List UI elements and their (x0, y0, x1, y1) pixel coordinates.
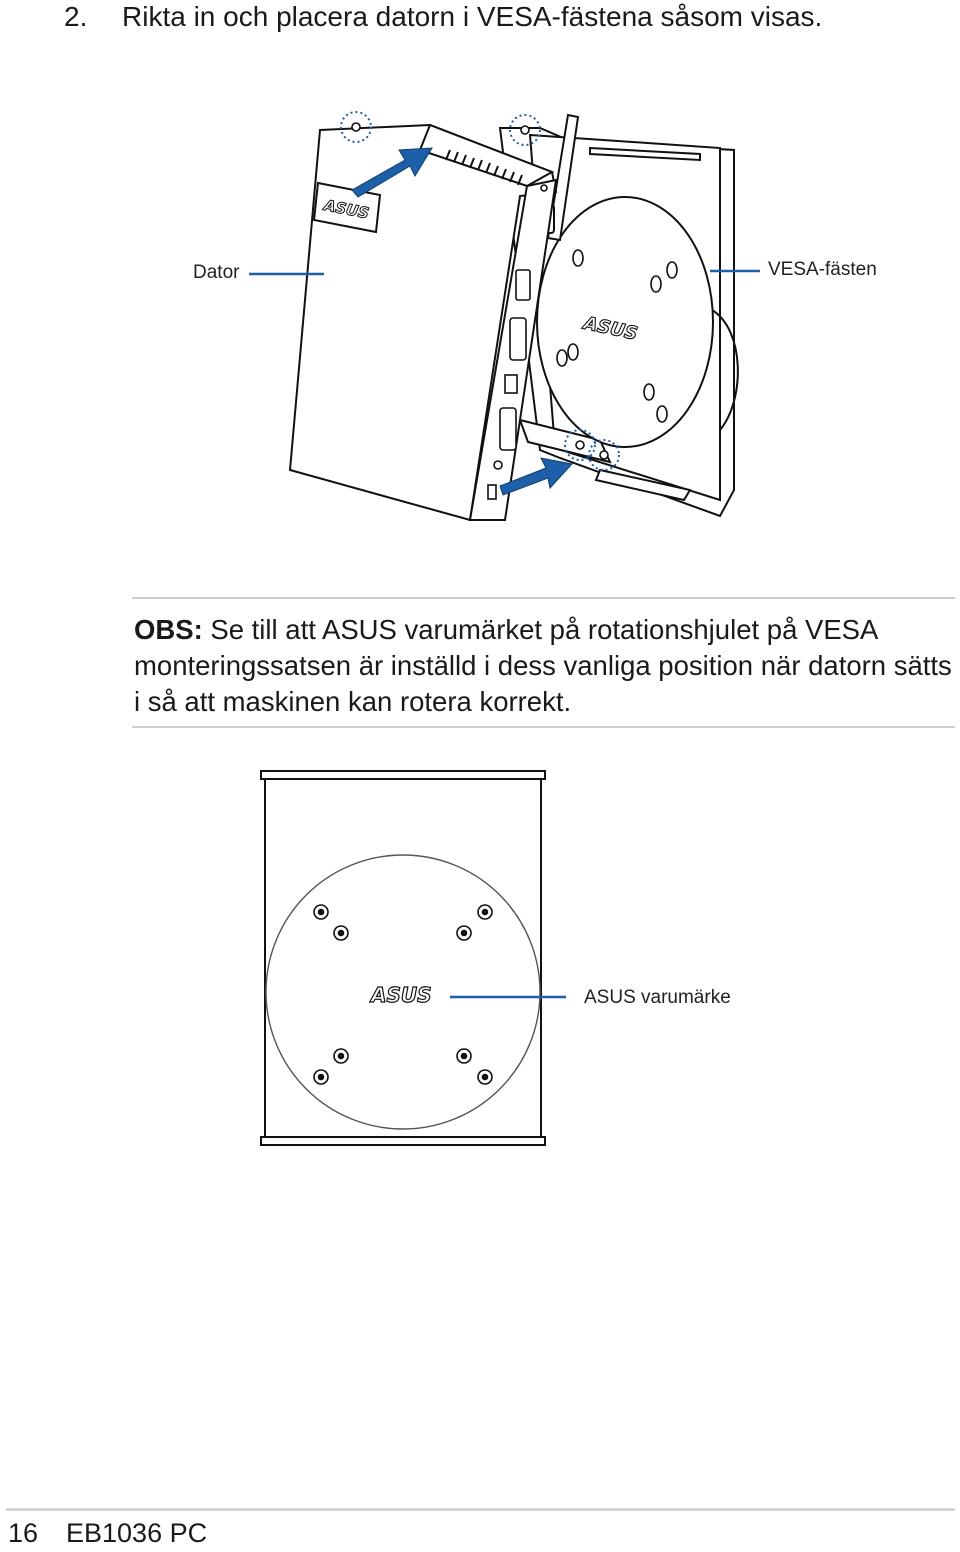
step-heading: 2. Rikta in och placera datorn i VESA-fäs… (64, 0, 822, 34)
brand-leader-line (450, 995, 566, 999)
page-number: 16 (8, 1518, 39, 1548)
model-name: EB1036 PC (66, 1518, 208, 1548)
rotation-wheel: ASUS (536, 196, 739, 448)
footer-rule (6, 1508, 955, 1511)
step-text: Rikta in och placera datorn i VESA-fäste… (122, 1, 823, 32)
rotation-wheel-front (265, 854, 541, 1130)
bracket-front-illustration: ASUS (260, 770, 546, 1146)
note-top-rule (132, 597, 955, 599)
bracket-logo: ASUS (369, 983, 432, 1007)
note-body: Se till att ASUS varumärket på rotations… (134, 614, 952, 717)
note-prefix: OBS: (134, 614, 203, 645)
computer: ASUS (288, 123, 558, 522)
vesa-label: VESA-fästen (768, 259, 877, 280)
alignment-markers (340, 111, 620, 471)
mount-illustration: ASUS ASUS (249, 111, 760, 522)
note-text: OBS: Se till att ASUS varumärket på rota… (134, 612, 954, 720)
note-bottom-rule (132, 726, 955, 728)
dator-label: Dator (193, 262, 240, 283)
mount-holes (313, 904, 493, 1085)
insert-arrows (351, 147, 573, 496)
step-number: 2. (64, 1, 88, 32)
brand-label: ASUS varumärke (584, 987, 731, 1008)
